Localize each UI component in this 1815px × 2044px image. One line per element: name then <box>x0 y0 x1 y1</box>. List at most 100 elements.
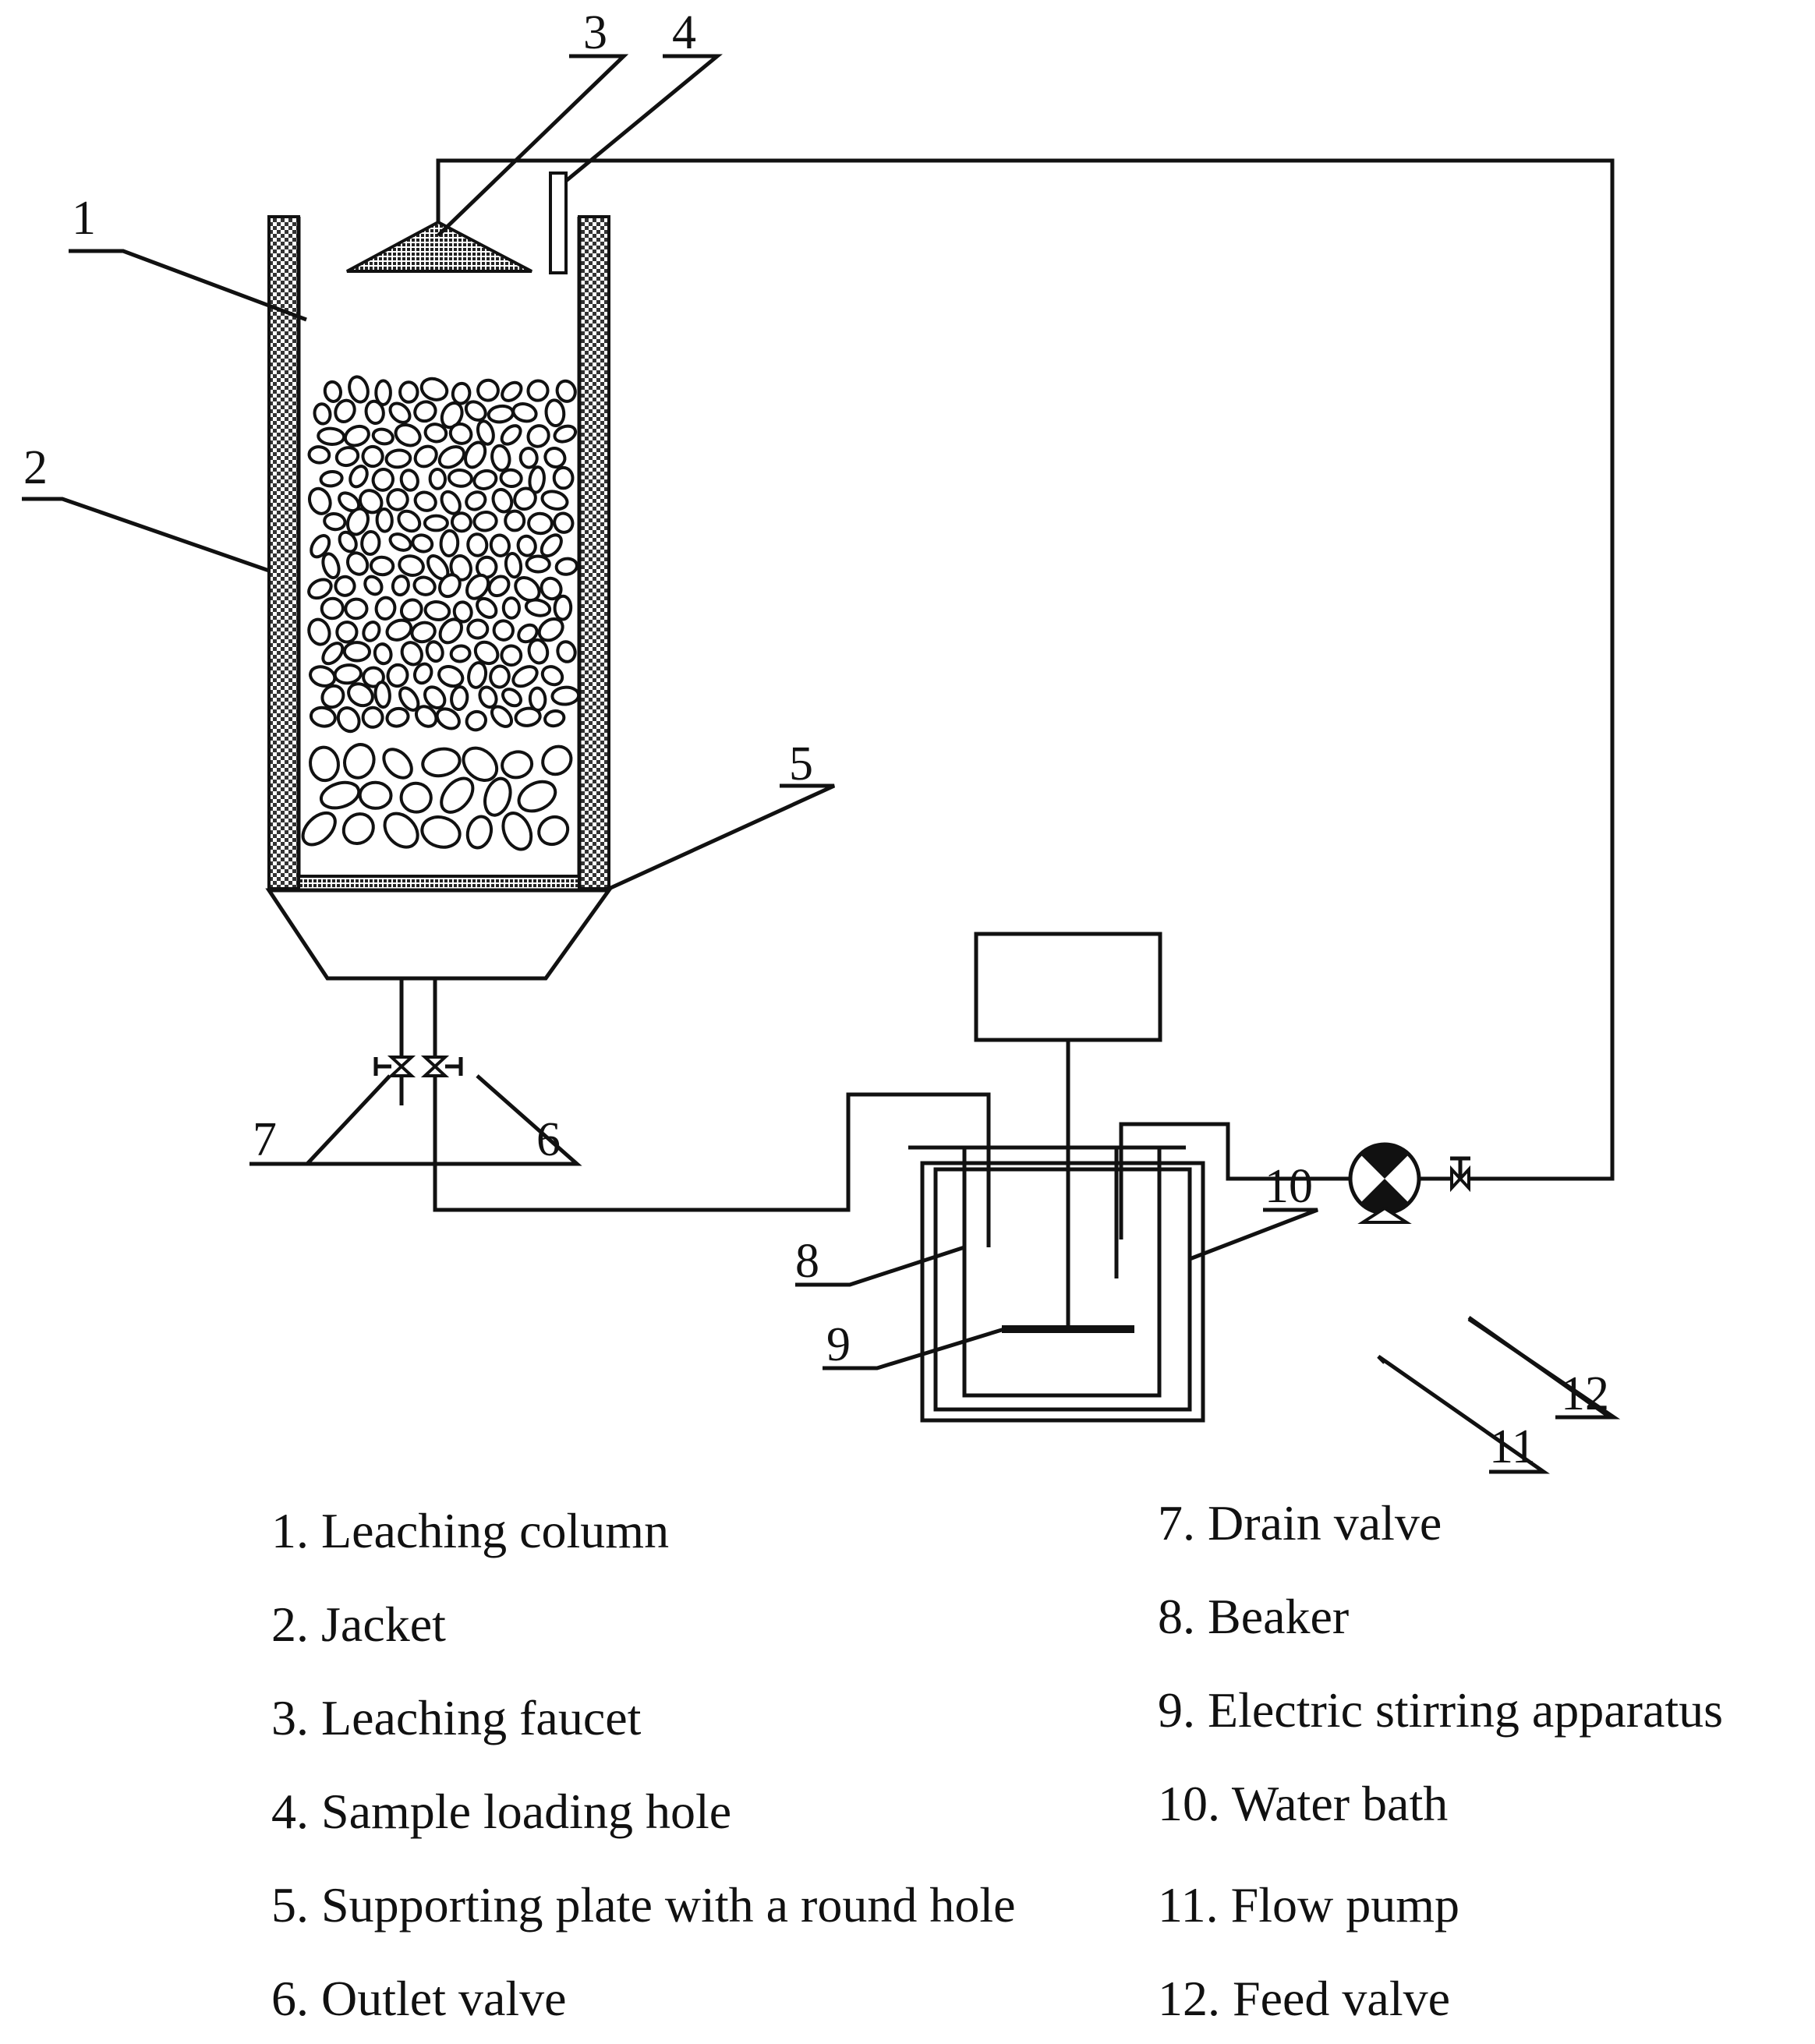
ore-particle <box>437 445 466 469</box>
stirrer-blade <box>1002 1325 1134 1333</box>
ore-particle <box>398 380 419 404</box>
ore-particle <box>398 686 420 712</box>
ore-particle <box>500 644 523 667</box>
ore-particle <box>448 422 473 445</box>
ore-particle <box>439 529 460 557</box>
ore-particle <box>348 465 369 489</box>
legend-item-9: 9. Electric stirring apparatus <box>1158 1682 1723 1738</box>
ore-particle <box>385 618 413 642</box>
label-5: 5 <box>789 737 813 790</box>
ore-particle <box>321 552 341 579</box>
ore-particle <box>348 375 370 404</box>
ore-particle <box>541 744 573 776</box>
ore-particle <box>363 575 384 596</box>
ore-particle <box>476 419 495 446</box>
ore-particle <box>307 617 331 646</box>
ore-particle <box>371 467 394 492</box>
ore-particle <box>537 815 570 847</box>
label-7: 7 <box>253 1113 277 1166</box>
ore-particle <box>420 815 462 849</box>
ore-particle <box>472 511 498 532</box>
ore-particle <box>362 621 381 642</box>
ore-particle <box>317 426 346 446</box>
label-2: 2 <box>23 441 48 494</box>
ore-particle <box>526 379 550 402</box>
ore-particle <box>319 470 344 488</box>
ore-particle <box>414 705 438 728</box>
ore-particle <box>360 530 381 556</box>
ore-particle <box>543 709 566 728</box>
ore-particle <box>517 780 557 813</box>
ore-particle <box>467 661 488 689</box>
pipe-bath-to-pump <box>1119 1122 1349 1239</box>
ore-particle <box>449 554 472 582</box>
ore-particle <box>489 533 511 557</box>
leaching-faucet <box>346 220 532 273</box>
ore-particle <box>341 812 375 846</box>
ore-particle <box>338 530 358 553</box>
ore-particle <box>343 743 376 780</box>
ore-particle <box>553 511 575 534</box>
ore-particle <box>345 551 370 576</box>
jacket-left-wall <box>267 215 300 890</box>
ore-particle <box>500 424 522 446</box>
outlet-valve <box>420 1056 463 1077</box>
ore-particle <box>413 400 437 423</box>
ore-particle <box>487 575 511 598</box>
ore-particle <box>556 640 577 663</box>
ore-particle <box>501 688 522 708</box>
ore-particle <box>552 465 575 490</box>
ore-particle <box>524 598 552 617</box>
ore-particle <box>449 644 472 663</box>
drain-valve <box>373 1056 416 1077</box>
ore-particle <box>347 682 374 708</box>
ore-particle <box>301 811 337 847</box>
ore-particle <box>399 469 419 492</box>
ore-particle <box>537 617 564 642</box>
ore-particle <box>486 404 515 424</box>
ore-particle <box>388 401 412 424</box>
label-12: 12 <box>1561 1367 1609 1420</box>
ore-particle <box>373 681 391 709</box>
ore-particle <box>466 532 489 557</box>
sample-loading-hole <box>549 172 568 274</box>
ore-particle <box>440 401 464 430</box>
ore-particle <box>490 705 514 728</box>
ore-particle <box>462 746 499 783</box>
ore-particle <box>489 664 511 689</box>
label-3: 3 <box>583 6 607 59</box>
ore-particle <box>553 594 573 621</box>
stirrer-motor <box>974 932 1162 1042</box>
ore-particle <box>410 621 437 644</box>
ore-particle <box>464 400 487 422</box>
ore-particle <box>501 812 533 851</box>
ore-particle <box>476 596 498 619</box>
ore-particle <box>346 507 370 536</box>
ore-particle <box>473 640 500 666</box>
ore-particle <box>501 750 534 780</box>
leader-12 <box>1467 1317 1621 1420</box>
legend-item-1: 1. Leaching column <box>271 1503 669 1558</box>
ore-particle <box>544 398 566 428</box>
ore-particle <box>501 380 523 402</box>
ore-particle <box>540 533 563 558</box>
leader-lines <box>22 54 1616 1420</box>
ore-particle <box>319 780 361 810</box>
ore-particle <box>320 596 345 621</box>
water-bath <box>920 1145 1205 1423</box>
ore-particle <box>504 509 526 532</box>
ore-particle <box>511 665 539 688</box>
ore-particle <box>310 534 331 559</box>
flow-pump <box>1348 1142 1421 1224</box>
ore-particle <box>323 380 342 403</box>
legend-item-3: 3. Leaching faucet <box>271 1690 642 1745</box>
ore-particle <box>499 468 523 489</box>
ore-particle <box>400 641 423 667</box>
ore-particle <box>423 600 451 621</box>
ore-particles <box>301 375 581 851</box>
ore-particle <box>527 511 554 536</box>
ore-particle <box>423 514 449 532</box>
ore-particle <box>511 402 538 423</box>
ore-particle <box>440 776 475 814</box>
